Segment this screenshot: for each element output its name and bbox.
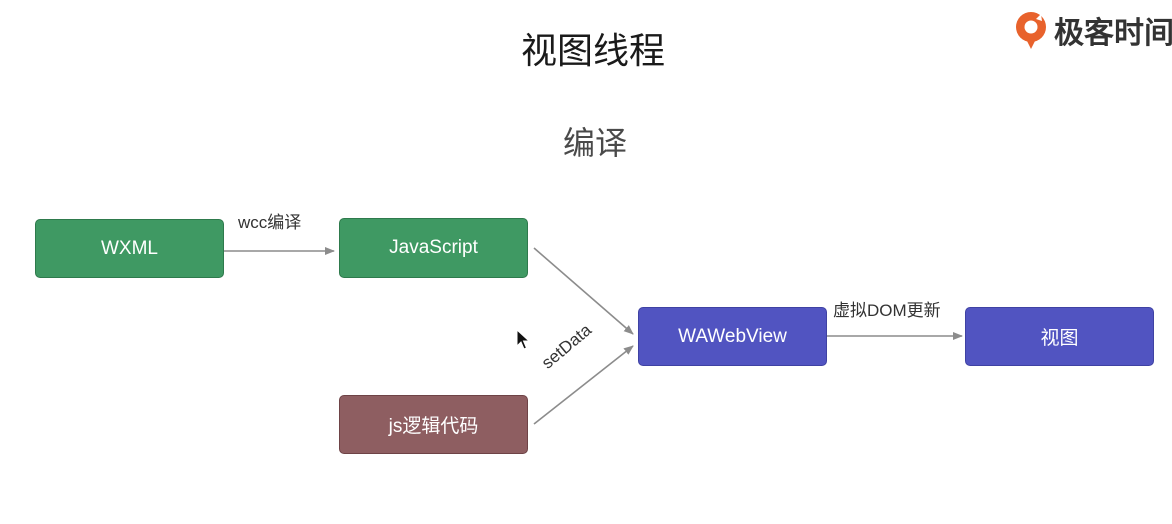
logo-text: 极客时间	[1054, 17, 1172, 50]
mouse-pointer-icon	[516, 329, 530, 350]
geektime-logo-icon	[1016, 12, 1046, 49]
edge-javascript-to-wawebview	[533, 247, 634, 335]
slide-title: 视图线程	[520, 30, 665, 71]
node-wawebview: WAWebView	[638, 307, 827, 366]
edge-label-wcc-compile: wcc编译	[238, 213, 302, 232]
node-wxml: WXML	[35, 219, 224, 278]
brand-logo: 极客时间	[1012, 8, 1172, 52]
node-view: 视图	[965, 307, 1154, 366]
slide-subtitle: 编译	[562, 125, 627, 161]
node-javascript: JavaScript	[339, 218, 528, 278]
edge-label-virtual-dom-update: 虚拟DOM更新	[833, 301, 941, 320]
node-js-logic: js逻辑代码	[339, 395, 528, 454]
edge-jslogic-to-wawebview	[533, 345, 634, 425]
